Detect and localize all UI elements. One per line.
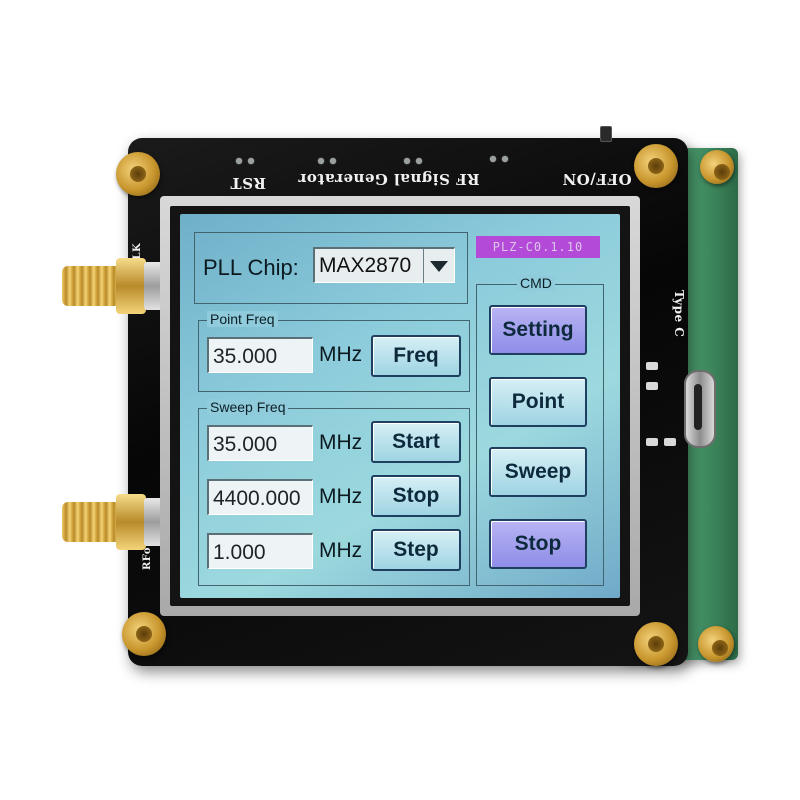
rst-label: RST xyxy=(230,174,266,192)
stop-cmd-button[interactable]: Stop xyxy=(489,519,587,569)
pll-chip-value: MAX2870 xyxy=(319,254,412,277)
freq-button[interactable]: Freq xyxy=(371,335,461,377)
power-switch[interactable] xyxy=(600,126,612,142)
smd-component xyxy=(646,438,658,446)
cmd-label: CMD xyxy=(517,275,555,291)
standoff-rear-top xyxy=(700,150,734,184)
pll-chip-label: PLL Chip: xyxy=(203,255,299,280)
sweep-stop-input[interactable]: 4400.000 xyxy=(207,479,313,515)
point-freq-unit: MHz xyxy=(319,343,363,366)
sweep-stop-unit: MHz xyxy=(319,485,363,508)
chevron-down-icon xyxy=(430,260,448,272)
led-pair-rst xyxy=(236,158,254,164)
led-pair-2 xyxy=(404,158,422,164)
sweep-freq-label: Sweep Freq xyxy=(207,399,289,415)
pll-chip-dropdown[interactable]: MAX2870 xyxy=(313,247,455,283)
version-bar: PLZ-C0.1.10 xyxy=(476,236,600,258)
stop-freq-button[interactable]: Stop xyxy=(371,475,461,517)
switch-label: OFF/ON xyxy=(562,170,632,188)
smd-component xyxy=(646,362,658,370)
lcd-screen: PLZ-C0.1.10 PLL Chip: MAX2870 Point Freq… xyxy=(180,214,620,598)
step-button[interactable]: Step xyxy=(371,529,461,571)
point-button[interactable]: Point xyxy=(489,377,587,427)
point-freq-input[interactable]: 35.000 xyxy=(207,337,313,373)
smd-component xyxy=(664,438,676,446)
standoff-rear-bottom xyxy=(698,626,734,662)
standoff-bottom-right xyxy=(634,622,678,666)
point-freq-label: Point Freq xyxy=(207,311,278,327)
sweep-start-unit: MHz xyxy=(319,431,363,454)
led-pair-1 xyxy=(318,158,336,164)
sweep-freq-group: Sweep Freq 35.000 MHz Start 4400.000 MHz… xyxy=(198,399,470,586)
standoff-top-left xyxy=(116,152,160,196)
board-title: RF Signal Generator xyxy=(298,170,480,188)
point-freq-group: Point Freq 35.000 MHz Freq xyxy=(198,311,470,392)
setting-button[interactable]: Setting xyxy=(489,305,587,355)
dropdown-arrow-box[interactable] xyxy=(423,249,454,283)
standoff-top-right xyxy=(634,144,678,188)
usb-type-label: Type C xyxy=(672,290,686,338)
led-pair-3 xyxy=(490,156,508,162)
standoff-bottom-left xyxy=(122,612,166,656)
sweep-button[interactable]: Sweep xyxy=(489,447,587,497)
cmd-group: CMD Setting Point Sweep Stop xyxy=(476,275,604,586)
usb-c-port[interactable] xyxy=(684,370,716,448)
sweep-start-input[interactable]: 35.000 xyxy=(207,425,313,461)
pll-group: PLL Chip: MAX2870 xyxy=(194,232,468,304)
sweep-step-input[interactable]: 1.000 xyxy=(207,533,313,569)
smd-component xyxy=(646,382,658,390)
start-button[interactable]: Start xyxy=(371,421,461,463)
sweep-step-unit: MHz xyxy=(319,539,363,562)
